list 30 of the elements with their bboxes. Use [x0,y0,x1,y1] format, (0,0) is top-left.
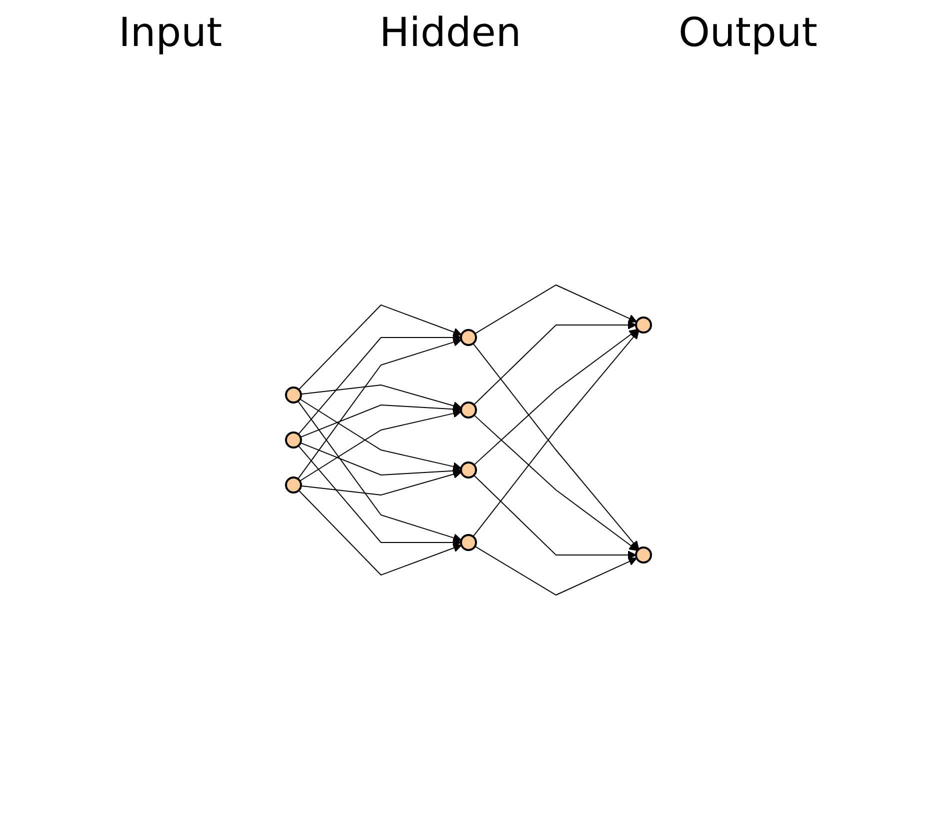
node-circle [284,432,302,448]
node-circle [284,476,302,494]
arrow [297,333,461,435]
arrow [298,490,462,576]
arrow [300,470,462,496]
node-circle [634,546,652,564]
arrow [298,398,462,471]
arrow [473,329,638,466]
arrow [472,474,636,560]
column-heading: Hidden [379,10,522,58]
arrow [297,445,461,547]
arrow [296,338,462,480]
node-circle [634,316,652,334]
arrow [298,409,462,482]
arrow [296,400,462,542]
node-circle [460,534,476,551]
node-circle [460,402,476,418]
arrow [472,320,636,406]
arrow [299,442,461,476]
arrow [473,414,638,551]
arrow [474,546,637,596]
arrow [300,384,462,410]
node-circle [284,386,302,404]
column-heading: Input [118,10,222,58]
column-heading: Output [678,10,818,58]
arrow [298,304,462,390]
arrow [299,404,461,438]
node-circle [460,329,476,346]
node-circle [460,462,476,478]
arrow [474,284,637,334]
